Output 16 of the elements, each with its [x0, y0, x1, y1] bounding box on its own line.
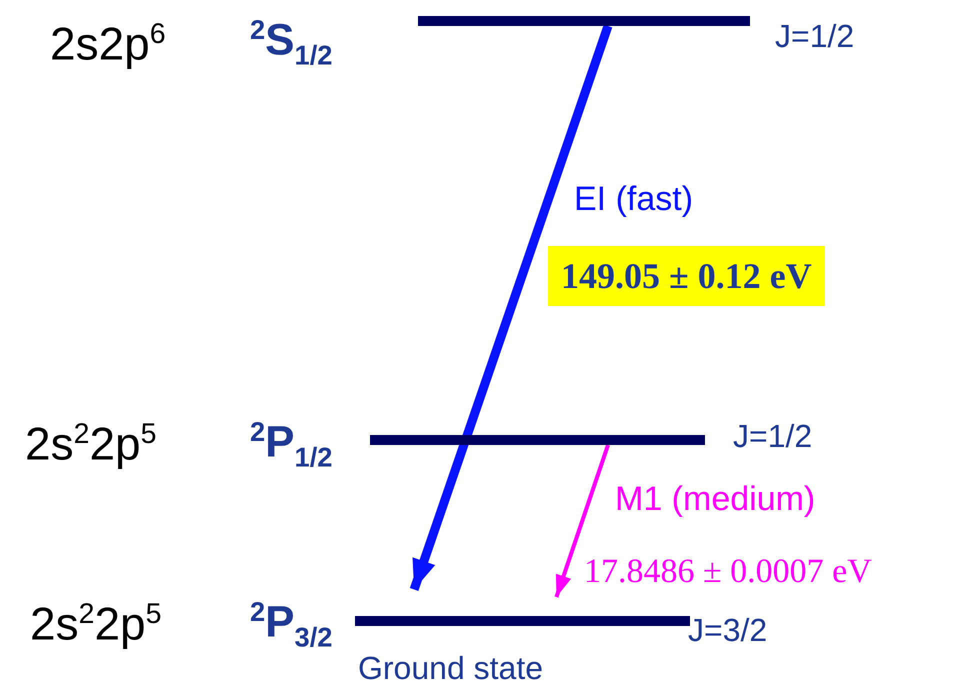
j-value-label: J=3/2 [688, 614, 768, 646]
transition-arrow [554, 444, 610, 598]
j-value-label: J=1/2 [775, 20, 854, 52]
energy-level-bar [355, 616, 690, 626]
transition-arrow [410, 24, 612, 591]
j-value-label: J=1/2 [733, 420, 812, 452]
configuration-label: 2s2p$^{6}$ [50, 20, 166, 66]
configuration-label: 2s$^{2}$2p$^{5}$ [30, 600, 162, 646]
energy-level-bar [418, 16, 750, 26]
term-symbol: $^{2}$S$_{1/2}$ [250, 16, 332, 69]
ground-state-label: Ground state [358, 652, 543, 684]
term-symbol: $^{2}$P$_{1/2}$ [250, 418, 332, 471]
term-symbol: $^{2}$P$_{3/2}$ [250, 598, 332, 651]
configuration-label: 2s$^{2}$2p$^{5}$ [25, 420, 156, 466]
energy-value-label: 149.05 ± 0.12 eV [548, 246, 825, 306]
energy-level-bar [370, 435, 705, 445]
